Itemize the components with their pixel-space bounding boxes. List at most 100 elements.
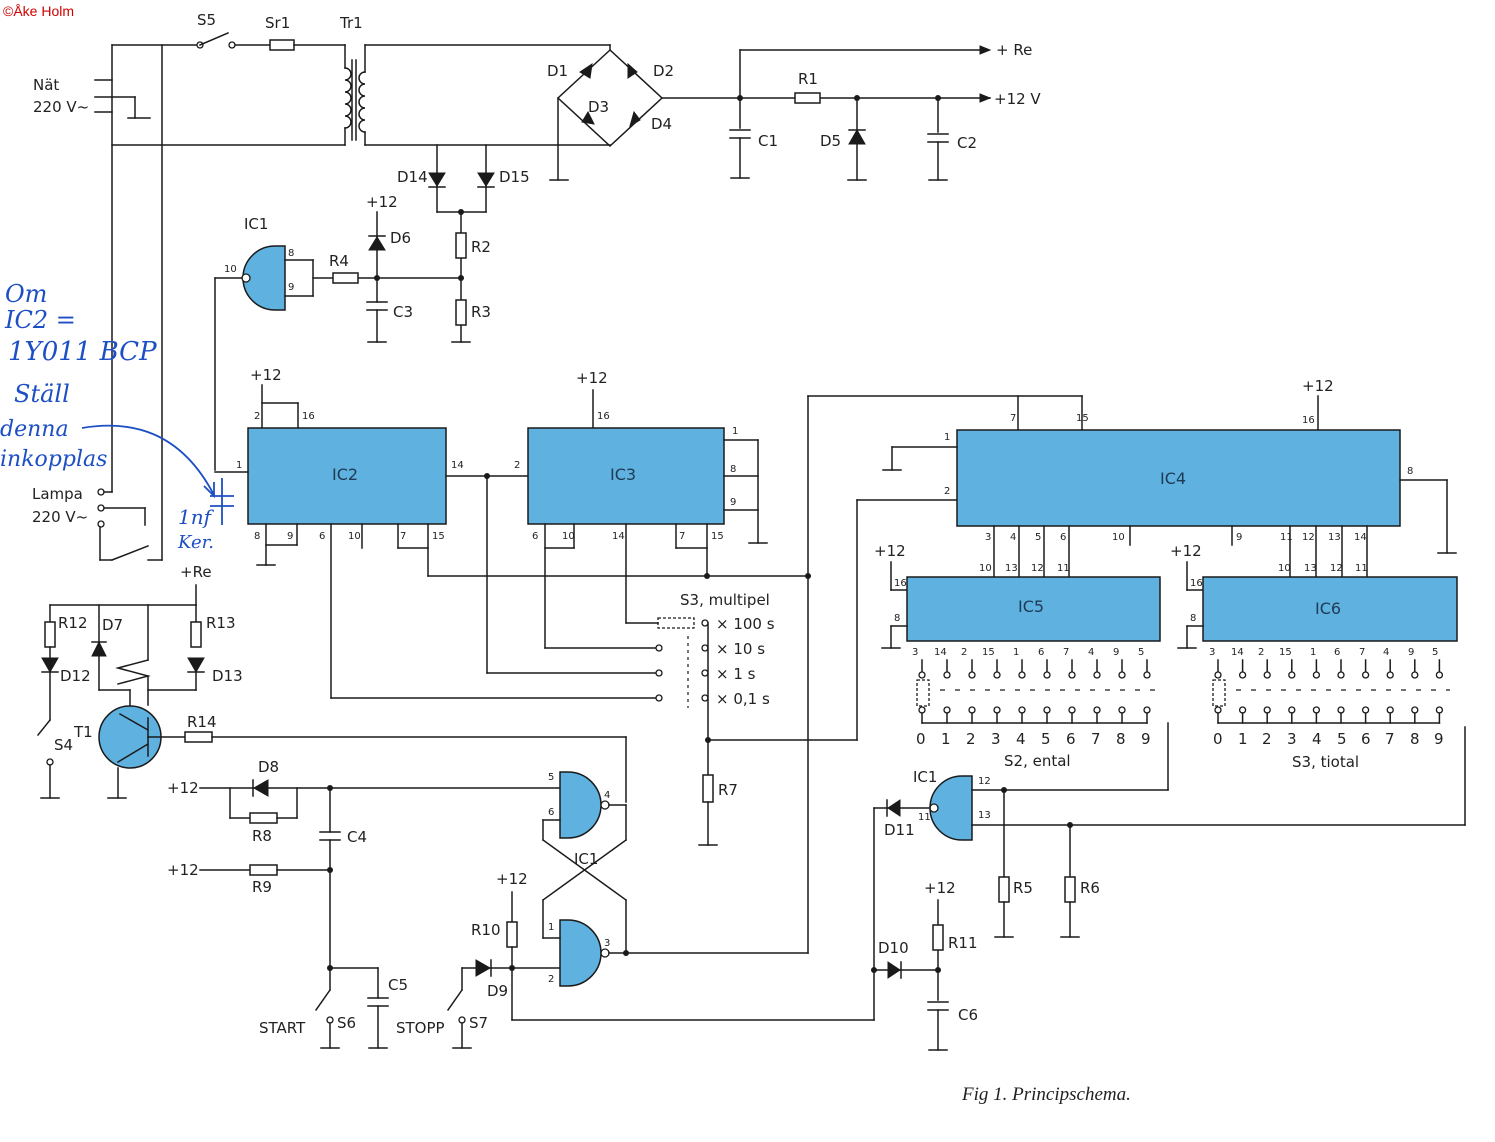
svg-text:10: 10	[979, 563, 992, 574]
ic5-bottom-pins: 3 14 2 15 1 6 7 4 9 5	[912, 647, 1144, 658]
svg-text:+12: +12	[576, 369, 608, 387]
svg-text:3: 3	[985, 532, 991, 543]
svg-text:3: 3	[991, 730, 1001, 748]
v12-rail: +12 V C2	[927, 90, 1041, 181]
s6-label: S6	[337, 1014, 356, 1032]
svg-text:5: 5	[1337, 730, 1347, 748]
s7-label: S7	[469, 1014, 488, 1032]
re-rail: + Re	[737, 41, 1032, 129]
s3-tiotal-upper-contact	[1435, 671, 1444, 679]
s3-pos-01s: × 0,1 s	[716, 690, 770, 708]
svg-text:12: 12	[1031, 563, 1044, 574]
svg-text:2: 2	[1258, 647, 1264, 658]
r6-label: R6	[1080, 879, 1100, 897]
s2-upper-contact	[993, 671, 1001, 679]
capacitor-c1: C1	[729, 129, 778, 179]
svg-text:3: 3	[1287, 730, 1297, 748]
c6-label: C6	[958, 1006, 978, 1024]
svg-text:Ker.: Ker.	[177, 532, 214, 553]
fuse-sr1: Sr1	[265, 14, 346, 51]
svg-text:3: 3	[604, 938, 610, 949]
bridge-rectifier: D1 D2 D3 D4	[547, 44, 991, 181]
r8-label: R8	[252, 827, 272, 845]
s3-tiotal-upper-contact	[1214, 671, 1222, 679]
s2-upper-contact	[968, 671, 976, 679]
r11-label: R11	[948, 934, 978, 952]
s3-tiotal-lower-contact	[1411, 706, 1419, 714]
svg-text:15: 15	[711, 531, 724, 542]
svg-text:8: 8	[1190, 613, 1196, 624]
s3-tiotal-lower-contact	[1288, 706, 1296, 714]
re-rail-label: + Re	[996, 41, 1032, 59]
svg-text:11: 11	[1057, 563, 1070, 574]
ic6-bottom-pins: 3 14 2 15 1 6 7 4 9 5	[1209, 647, 1438, 658]
mains-label: Nät	[33, 76, 59, 94]
start-label: START	[259, 1019, 306, 1037]
svg-text:4: 4	[1010, 532, 1016, 543]
r9-label: R9	[252, 878, 272, 896]
ic5-chip: +12 IC5 10 13 12 11 16 8 3 14 2 15 1 6 7…	[874, 542, 1161, 658]
s3-tiotal-upper-contact	[1263, 671, 1271, 679]
svg-text:15: 15	[432, 531, 445, 542]
lamp-voltage-label: 220 V~	[32, 508, 88, 526]
svg-text:11: 11	[1280, 532, 1293, 543]
svg-text:9: 9	[288, 282, 294, 293]
svg-text:1Y011 BCP: 1Y011 BCP	[8, 337, 157, 367]
switch-s5: S5	[196, 11, 271, 49]
svg-text:6: 6	[319, 531, 325, 542]
svg-text:7: 7	[400, 531, 406, 542]
ic3-label: IC3	[610, 465, 636, 484]
d3-label: D3	[588, 98, 609, 116]
svg-text:8: 8	[1407, 466, 1413, 477]
s3-tiotal-lower-contact	[1263, 706, 1271, 714]
r4-label: R4	[329, 252, 349, 270]
svg-text:15: 15	[982, 647, 995, 658]
svg-text:IC2 =: IC2 =	[4, 306, 76, 334]
start-stop-logic: +12 D8 R8 C4 +12 R9 C5 STAR	[167, 758, 875, 1049]
svg-text:1: 1	[944, 432, 950, 443]
lamp-label: Lampa	[32, 485, 83, 503]
handwritten-note: Om IC2 = 1Y011 BCP Ställ denna inkopplas…	[0, 280, 234, 553]
svg-text:6: 6	[1334, 647, 1340, 658]
r2-label: R2	[471, 238, 491, 256]
svg-text:3: 3	[1209, 647, 1215, 658]
s2-lower-contact	[1043, 706, 1051, 714]
s2-upper-contact	[1043, 671, 1051, 679]
svg-text:1: 1	[1310, 647, 1316, 658]
d13-label: D13	[212, 667, 243, 685]
svg-text:4: 4	[1383, 647, 1389, 658]
svg-text:+12: +12	[167, 861, 199, 879]
transformer-tr1: Tr1	[339, 14, 611, 146]
svg-text:16: 16	[1190, 578, 1203, 589]
zener-d5: D5	[820, 95, 867, 181]
d4-label: D4	[651, 115, 672, 133]
svg-text:4: 4	[1016, 730, 1026, 748]
svg-text:7: 7	[1385, 730, 1395, 748]
svg-text:2: 2	[961, 647, 967, 658]
svg-text:6: 6	[1038, 647, 1044, 658]
svg-text:7: 7	[679, 531, 685, 542]
ic6-chip: +12 IC6 10 13 12 11 16 8 3 14 2 15 1 6 7…	[1170, 542, 1458, 658]
s3-tiotal-lower-contact	[1386, 706, 1394, 714]
s2-upper-contact	[1018, 671, 1026, 679]
s2-lower-contact	[993, 706, 1001, 714]
ic1-a-label: IC1	[244, 215, 268, 233]
s3-tiotal-lower-contact	[1312, 706, 1321, 714]
d7-label: D7	[102, 616, 123, 634]
svg-text:13: 13	[1304, 563, 1317, 574]
svg-text:13: 13	[1328, 532, 1341, 543]
svg-text:6: 6	[1361, 730, 1371, 748]
svg-text:13: 13	[1005, 563, 1018, 574]
svg-text:7: 7	[1359, 647, 1365, 658]
svg-text:+12: +12	[167, 779, 199, 797]
svg-text:14: 14	[1231, 647, 1244, 658]
r5-label: R5	[1013, 879, 1033, 897]
s2-lower-contact	[968, 706, 976, 714]
s3-tiotal-lower-contact	[1337, 706, 1345, 714]
ic4-chip: +12 IC4 7 15 16 1 2 8 3 4 5 6 10 9 11 12…	[882, 377, 1457, 578]
s3-pos-100s: × 100 s	[716, 615, 775, 633]
svg-text:5: 5	[1432, 647, 1438, 658]
svg-text:2: 2	[514, 460, 520, 471]
svg-text:1: 1	[732, 426, 738, 437]
d6-label: D6	[390, 229, 411, 247]
